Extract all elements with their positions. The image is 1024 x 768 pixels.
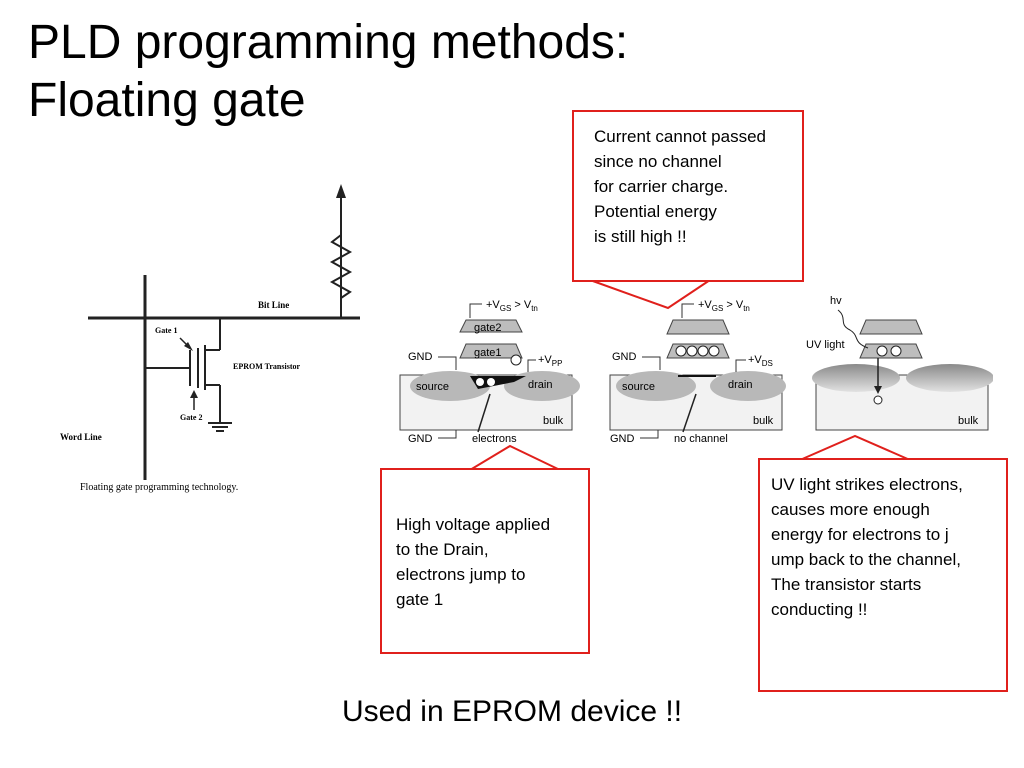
floating-gate-circuit: Bit Line Word Line Gate 1 Gate 2 EPROM T… <box>60 184 360 493</box>
callout-right-line: ump back to the channel, <box>771 550 961 569</box>
device-programming: gate2 gate1 +VGS > Vtn GND +VPP source d… <box>399 299 580 445</box>
callout-right-line: causes more enough <box>771 500 930 519</box>
callout-right-line: UV light strikes electrons, <box>771 475 963 494</box>
gnd-bottom-1: GND <box>408 433 433 445</box>
gnd-bottom-2: GND <box>610 433 635 445</box>
callout-right-line: The transistor starts <box>771 575 922 594</box>
bulk-label-3: bulk <box>958 415 979 427</box>
source-label-2: source <box>622 381 655 393</box>
gate2-box-label: gate2 <box>474 322 502 334</box>
slide-footer: Used in EPROM device !! <box>341 695 683 728</box>
callout-top-line: since no channel <box>594 152 722 171</box>
eprom-transistor-label: EPROM Transistor <box>233 362 300 371</box>
callout-right-line: energy for electrons to j <box>771 525 949 544</box>
callout-right-line: conducting !! <box>771 600 868 619</box>
device-uv-erase: hv UV light bulk <box>806 295 993 431</box>
title-line-1: PLD programming methods: <box>28 16 629 69</box>
slide-title: PLD programming methods: Floating gate <box>28 14 628 130</box>
gate2-label: Gate 2 <box>180 413 202 422</box>
vgs-label-2: +VGS > Vtn <box>698 299 750 313</box>
callout-left: High voltage applied to the Drain, elect… <box>380 468 590 654</box>
word-line-label: Word Line <box>60 432 102 442</box>
callout-left-line: gate 1 <box>396 590 444 609</box>
drain-label-1: drain <box>528 379 552 391</box>
callout-top: Current cannot passed since no channel f… <box>572 110 804 282</box>
bit-line-label: Bit Line <box>258 300 289 310</box>
source-label-1: source <box>416 381 449 393</box>
no-channel-label: no channel <box>674 433 728 445</box>
uv-light-label: UV light <box>806 339 845 351</box>
circuit-caption: Floating gate programming technology. <box>80 482 238 493</box>
bulk-label-1: bulk <box>543 415 564 427</box>
callout-top-line: is still high !! <box>594 227 687 246</box>
gate1-box-label: gate1 <box>474 347 502 359</box>
callout-top-line: for carrier charge. <box>594 177 729 196</box>
gnd-top-2: GND <box>612 351 637 363</box>
electrons-label: electrons <box>472 433 517 445</box>
callout-top-line: Potential energy <box>594 202 717 221</box>
vgs-label-1: +VGS > Vtn <box>486 299 538 313</box>
bulk-label-2: bulk <box>753 415 774 427</box>
callout-left-line: High voltage applied <box>396 515 551 534</box>
drain-label-2: drain <box>728 379 752 391</box>
callout-top-line: Current cannot passed <box>594 127 766 146</box>
vpp-label: +VPP <box>538 354 562 368</box>
hv-label: hv <box>830 295 842 307</box>
callout-right: UV light strikes electrons, causes more … <box>758 458 1008 692</box>
device-programmed: +VGS > Vtn GND +VDS source drain bulk GN… <box>609 299 786 445</box>
title-line-2: Floating gate <box>28 74 306 127</box>
vds-label: +VDS <box>748 354 773 368</box>
callout-left-line: electrons jump to <box>396 565 526 584</box>
device-cross-sections: gate2 gate1 +VGS > Vtn GND +VPP source d… <box>399 295 993 445</box>
gate1-label: Gate 1 <box>155 326 177 335</box>
callout-left-line: to the Drain, <box>396 540 489 559</box>
gnd-top-1: GND <box>408 351 433 363</box>
